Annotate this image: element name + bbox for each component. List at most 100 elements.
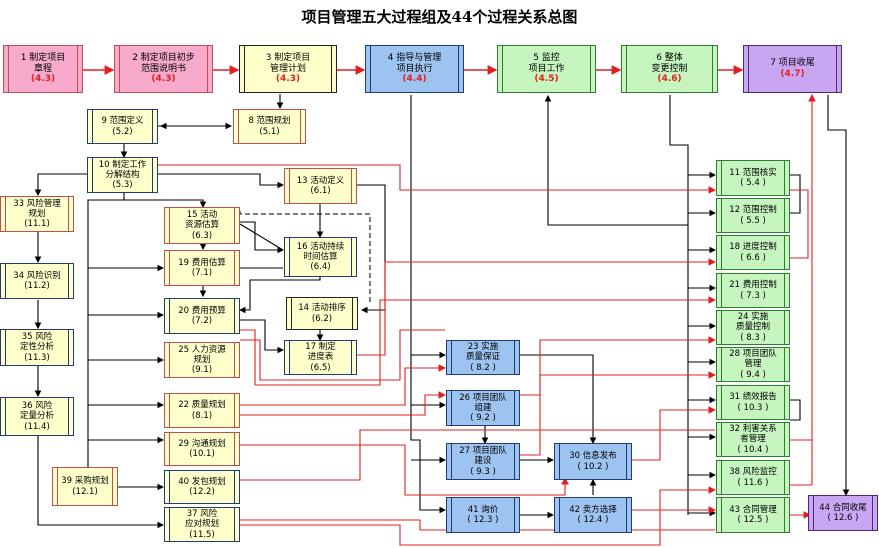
node-label: 31 绩效报告: [729, 392, 777, 403]
node-code: (5.1): [259, 126, 280, 137]
node-code: (11.5): [189, 529, 215, 540]
node-code: ( 12.3 ): [467, 515, 499, 525]
process-20-cost-budgeting: 20 费用预算 (7.2): [164, 298, 240, 334]
node-label: 6 整体 变更控制: [651, 52, 688, 74]
node-label: 8 范围规划: [248, 116, 291, 127]
node-label: 40 发包规划: [178, 476, 226, 487]
node-code: (10.1): [189, 449, 215, 459]
node-label: 11 范围核实: [729, 167, 777, 178]
process-39-plan-purchases: 39 采购规划 (12.1): [52, 467, 118, 506]
process-27-develop-team: 27 项目团队 建设 ( 9.3 ): [446, 443, 520, 480]
node-label: 12 范围控制: [729, 205, 777, 216]
node-label: 37 风险 应对规划: [184, 509, 219, 530]
process-24-quality-control: 24 实施 质量控制 ( 8.3 ): [716, 310, 790, 345]
node-code: (4.3): [151, 74, 176, 85]
process-14-activity-sequencing: 14 活动排序 (6.2): [286, 297, 358, 330]
node-label: 28 项目团队 管理: [729, 349, 777, 370]
process-41-request-seller-responses: 41 询价 ( 12.3 ): [446, 497, 520, 533]
node-label: 2 制定项目初步 范围说明书: [132, 52, 195, 74]
process-44-contract-closure: 44 合同收尾 ( 12.6 ): [808, 495, 878, 531]
node-label: 30 信息发布: [569, 451, 617, 462]
node-code: ( 10.4 ): [737, 444, 769, 455]
node-label: 44 合同收尾: [819, 502, 867, 513]
process-32-manage-stakeholders: 32 利害关系 者管理 ( 10.4 ): [716, 422, 790, 457]
node-label: 32 利害关系 者管理: [729, 424, 777, 445]
node-code: (6.3): [191, 230, 213, 241]
node-code: (12.1): [72, 486, 98, 497]
node-label: 36 风险 定量分析: [19, 401, 54, 422]
node-code: (8.1): [191, 410, 213, 421]
process-43-contract-administration: 43 合同管理 ( 12.5 ): [716, 497, 790, 533]
node-code: (11.1): [24, 219, 50, 230]
process-19-cost-estimating: 19 费用估算 (7.1): [164, 250, 240, 286]
node-label: 22 质量规划: [178, 400, 226, 411]
process-22-quality-planning: 22 质量规划 (8.1): [164, 393, 240, 428]
node-code: (7.1): [191, 268, 213, 278]
process-6-change-control: 6 整体 变更控制 (4.6): [621, 45, 718, 93]
node-label: 27 项目团队 建设: [459, 446, 507, 467]
process-38-risk-monitoring: 38 风险监控 ( 11.6 ): [716, 460, 790, 495]
node-label: 21 费用控制: [729, 280, 777, 291]
node-code: ( 12.6 ): [827, 513, 859, 523]
node-code: ( 10.3 ): [737, 402, 769, 413]
node-code: (4.7): [780, 69, 805, 79]
process-28-manage-team: 28 项目团队 管理 ( 9.4 ): [716, 347, 790, 382]
node-label: 10 制定工作 分解结构: [98, 159, 147, 180]
node-code: (12.2): [189, 487, 215, 497]
process-13-activity-definition: 13 活动定义 (6.1): [284, 168, 357, 204]
node-label: 35 风险 定性分析: [19, 332, 54, 353]
process-15-activity-resource-estimating: 15 活动 资源估算 (6.3): [164, 207, 240, 244]
process-11-scope-verification: 11 范围核实 ( 5.4 ): [716, 160, 790, 196]
process-10-create-wbs: 10 制定工作 分解结构 (5.3): [87, 157, 158, 193]
node-label: 41 询价: [467, 504, 499, 515]
node-code: (5.3): [112, 180, 133, 191]
process-1-develop-charter: 1 制定项目 章程 (4.3): [3, 45, 83, 93]
process-36-quantitative-risk-analysis: 36 风险 定量分析 (11.4): [0, 397, 74, 436]
process-35-qualitative-risk-analysis: 35 风险 定性分析 (11.3): [0, 329, 74, 366]
node-label: 1 制定项目 章程: [20, 52, 66, 74]
node-label: 26 项目团队 组建: [459, 392, 507, 413]
dashed-connector: [239, 210, 371, 302]
node-code: (5.2): [112, 126, 133, 137]
node-label: 42 卖方选择: [569, 504, 617, 515]
node-label: 19 费用估算: [178, 257, 226, 268]
process-18-schedule-control: 18 进度控制 ( 6.6 ): [716, 235, 790, 270]
process-31-performance-reporting: 31 绩效报告 ( 10.3 ): [716, 385, 790, 420]
node-code: (9.1): [191, 365, 213, 376]
node-label: 16 活动持续 时间估算: [296, 241, 345, 262]
node-code: (6.4): [310, 262, 331, 273]
node-label: 43 合同管理: [729, 504, 777, 515]
node-label: 9 范围定义: [101, 116, 144, 127]
node-label: 38 风险监控: [729, 467, 777, 478]
node-label: 33 风险管理 规划: [13, 198, 61, 219]
node-code: (6.5): [310, 362, 331, 373]
node-code: (6.2): [311, 313, 333, 324]
node-code: ( 5.4 ): [740, 178, 766, 188]
node-code: (6.1): [310, 186, 331, 196]
node-label: 24 实施 质量控制: [735, 312, 770, 333]
node-code: ( 5.5 ): [740, 215, 766, 226]
node-label: 34 风险识别: [13, 270, 61, 281]
node-code: ( 11.6 ): [737, 477, 769, 488]
node-code: (11.3): [24, 352, 50, 363]
process-4-direct-execution: 4 指导与管理 项目执行 (4.4): [365, 45, 464, 93]
node-code: ( 12.5 ): [737, 515, 769, 525]
process-12-scope-control: 12 范围控制 ( 5.5 ): [716, 198, 790, 233]
node-code: (4.4): [402, 74, 427, 85]
process-42-select-sellers: 42 卖方选择 ( 12.4 ): [554, 497, 632, 533]
node-code: (4.3): [30, 74, 56, 85]
node-code: ( 8.2 ): [470, 362, 496, 373]
process-30-information-distribution: 30 信息发布 ( 10.2 ): [554, 443, 632, 480]
node-label: 39 采购规划: [61, 476, 109, 487]
process-9-scope-definition: 9 范围定义 (5.2): [87, 109, 158, 144]
node-label: 29 沟通规划: [178, 438, 226, 449]
node-label: 3 制定项目 管理计划: [265, 52, 311, 74]
process-33-risk-management-planning: 33 风险管理 规划 (11.1): [0, 196, 74, 232]
process-23-quality-assurance: 23 实施 质量保证 ( 8.2 ): [446, 340, 520, 375]
process-26-acquire-team: 26 项目团队 组建 ( 9.2 ): [446, 390, 520, 426]
node-code: (11.4): [24, 421, 50, 432]
node-code: (11.2): [24, 281, 50, 291]
process-7-close-project: 7 项目收尾 (4.7): [743, 45, 842, 93]
node-code: ( 9.4 ): [740, 369, 766, 380]
process-40-plan-contracting: 40 发包规划 (12.2): [164, 470, 240, 504]
